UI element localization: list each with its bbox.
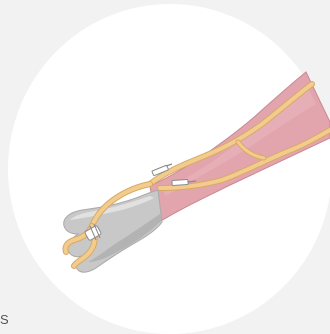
caption-fragment: S	[0, 312, 9, 328]
lower-needle	[172, 179, 188, 185]
upper-needle-tip	[166, 164, 172, 166]
